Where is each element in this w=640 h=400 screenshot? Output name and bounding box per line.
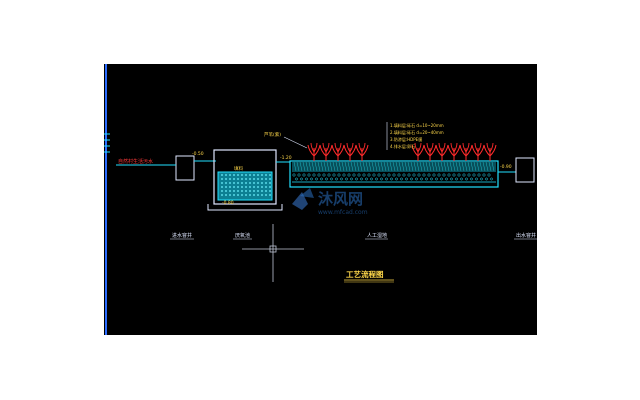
constructed-wetland bbox=[289, 160, 499, 188]
mfcad-logo-icon bbox=[292, 188, 314, 210]
svg-text:2.填料层:砾石 d=20~40mm: 2.填料层:砾石 d=20~40mm bbox=[390, 129, 444, 135]
elev-tank-label: -0.80 bbox=[222, 200, 234, 206]
elev-inlet-label: -0.50 bbox=[192, 151, 204, 157]
section-label-septic-tank: 厌氧池 bbox=[235, 232, 250, 239]
watermark-brand: 沐风网 bbox=[318, 190, 363, 208]
svg-text:4.排水层:卵石: 4.排水层:卵石 bbox=[390, 143, 415, 149]
drawing-title: 工艺流程图 bbox=[346, 269, 384, 279]
septic-tank: 填料 -0.80 bbox=[207, 149, 283, 211]
tank-filler bbox=[217, 171, 273, 201]
cad-drawing-viewport[interactable]: 自然村生活污水 -0.50 填料 -0.80 -1.20 bbox=[104, 64, 537, 335]
section-label-outlet-well: 出水窨井 bbox=[516, 232, 536, 239]
tank-filler-label: 填料 bbox=[234, 165, 243, 172]
left-ruler-ticks bbox=[104, 133, 110, 153]
cad-crosshair-cursor bbox=[242, 224, 304, 282]
inlet-label: 自然村生活污水 bbox=[118, 158, 153, 165]
elev-well-label: -1.20 bbox=[280, 155, 292, 161]
mfcad-watermark: 沐风网 www.mfcad.com bbox=[292, 188, 368, 216]
watermark-url: www.mfcad.com bbox=[318, 209, 368, 216]
process-flow-drawing: 自然村生活污水 -0.50 填料 -0.80 -1.20 bbox=[104, 64, 537, 335]
elev-out-label: -0.90 bbox=[500, 164, 512, 170]
outlet-well bbox=[515, 157, 535, 183]
inlet-well bbox=[175, 155, 195, 181]
wetland-plants-right bbox=[411, 142, 497, 161]
wetland-notes: 1.填料层:砾石 d=10~20mm 2.填料层:砾石 d=20~40mm 3.… bbox=[386, 122, 444, 150]
svg-text:1.填料层:砾石 d=10~20mm: 1.填料层:砾石 d=10~20mm bbox=[390, 122, 444, 128]
wetland-gravel-pattern bbox=[292, 161, 495, 181]
wetland-plants-left bbox=[307, 142, 369, 161]
section-label-wetland: 人工湿地 bbox=[367, 232, 387, 239]
svg-text:3.防渗层:HDPE膜: 3.防渗层:HDPE膜 bbox=[390, 136, 422, 142]
section-label-inlet-well: 进水窨井 bbox=[172, 232, 192, 239]
wetland-plant-label: 芦苇(紫) bbox=[264, 131, 281, 138]
tank-filler-pattern bbox=[221, 174, 271, 196]
